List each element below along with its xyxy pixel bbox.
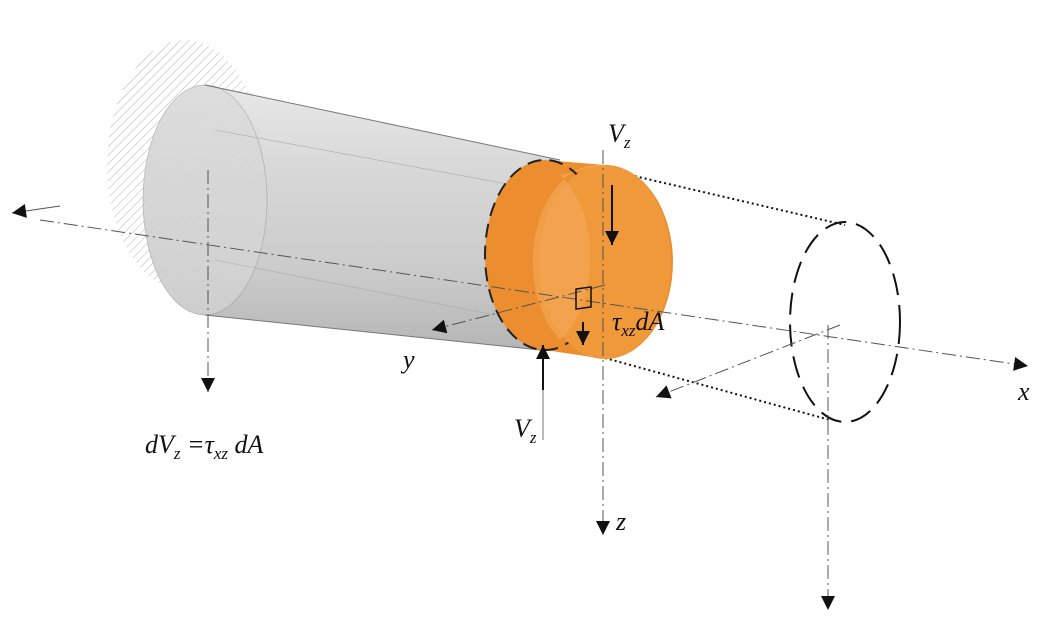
vz-bottom-label: Vz: [514, 414, 537, 447]
tau-xz-dA-label: τxzdA: [612, 307, 664, 340]
z-axis-label: z: [615, 507, 626, 536]
y-axis-label: y: [400, 345, 415, 374]
projection-line-top: [629, 174, 846, 226]
area-element-dA: [575, 286, 592, 310]
vz-top-label: Vz: [608, 119, 631, 152]
cylinder-beam: [142, 84, 561, 351]
projection-line-bottom: [604, 357, 831, 421]
x-axis: [39, 219, 1029, 371]
x-axis-label: x: [1017, 377, 1030, 406]
y-axis-section: [655, 324, 841, 399]
x-axis-left-arrow: [11, 204, 61, 218]
section-outline: [789, 221, 901, 423]
equation-label: dVz =τxz dA: [145, 430, 264, 463]
